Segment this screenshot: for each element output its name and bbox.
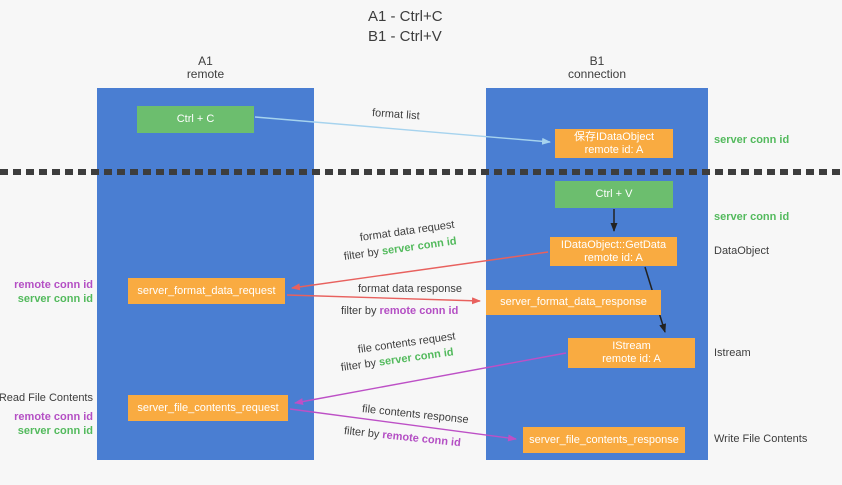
label-istream: Istream [714, 347, 751, 359]
node-save-idataobject-line1: 保存IDataObject [573, 130, 655, 143]
node-server-file-contents-response-label: server_file_contents_response [529, 433, 679, 446]
node-server-file-contents-request-label: server_file_contents_request [137, 401, 279, 414]
node-istream: IStream remote id: A [568, 338, 695, 368]
node-server-format-data-request: server_format_data_request [128, 278, 285, 304]
node-idataobject-getdata: IDataObject::GetData remote id: A [550, 237, 677, 266]
label-remote-conn-id-lower: remote conn id [14, 411, 93, 423]
node-idataobject-getdata-line1: IDataObject::GetData [560, 238, 667, 251]
node-ctrl-c-label: Ctrl + C [176, 113, 215, 125]
node-ctrl-v: Ctrl + V [555, 181, 673, 208]
node-server-format-data-response: server_format_data_response [486, 290, 661, 315]
node-save-idataobject: 保存IDataObject remote id: A [555, 129, 673, 158]
column-b-role: connection [567, 67, 627, 81]
label-format-data-response: format data response [358, 283, 462, 295]
column-b-header: B1 connection [486, 55, 708, 81]
node-ctrl-v-label: Ctrl + V [595, 188, 633, 200]
label-server-conn-id-lower: server conn id [17, 425, 93, 437]
filter-prefix: filter by [341, 305, 377, 317]
node-save-idataobject-line2: remote id: A [584, 143, 644, 156]
column-a-id: A1 [198, 54, 213, 68]
label-write-file-contents: Write File Contents [714, 433, 808, 445]
node-server-format-data-response-label: server_format_data_response [500, 296, 647, 308]
label-server-conn-id-mid: server conn id [714, 211, 790, 223]
label-server-conn-id-top: server conn id [714, 134, 790, 146]
filter-key-remote-conn-id: remote conn id [381, 429, 462, 450]
node-ctrl-c: Ctrl + C [137, 106, 254, 133]
label-file-contents-response: file contents response [361, 403, 470, 427]
title-line-ctrl-c: A1 - Ctrl+C [368, 8, 443, 25]
node-istream-line2: remote id: A [602, 353, 661, 365]
phase-separator-dotted-line [0, 169, 842, 175]
node-server-file-contents-request: server_file_contents_request [128, 395, 288, 421]
node-idataobject-getdata-line2: remote id: A [584, 251, 643, 264]
filter-key-remote-conn-id: remote conn id [379, 305, 459, 317]
label-read-file-contents: Read File Contents [0, 392, 93, 404]
label-remote-conn-id-upper: remote conn id [14, 279, 93, 291]
diagram-title: A1 - Ctrl+C B1 - Ctrl+V [368, 7, 443, 47]
node-server-format-data-request-label: server_format_data_request [137, 284, 276, 297]
node-istream-line1: IStream [612, 340, 651, 352]
filter-prefix: filter by [343, 246, 380, 263]
filter-prefix: filter by [343, 425, 380, 441]
label-dataobject: DataObject [714, 245, 770, 257]
title-line-ctrl-v: B1 - Ctrl+V [368, 28, 442, 45]
column-b-id: B1 [589, 54, 605, 68]
label-server-conn-id-upper: server conn id [17, 293, 93, 305]
label-format-list: format list [371, 107, 421, 123]
column-a-header: A1 remote [97, 55, 314, 81]
filter-prefix: filter by [340, 357, 377, 374]
node-server-file-contents-response: server_file_contents_response [523, 427, 685, 453]
column-a-role: remote [186, 67, 225, 81]
